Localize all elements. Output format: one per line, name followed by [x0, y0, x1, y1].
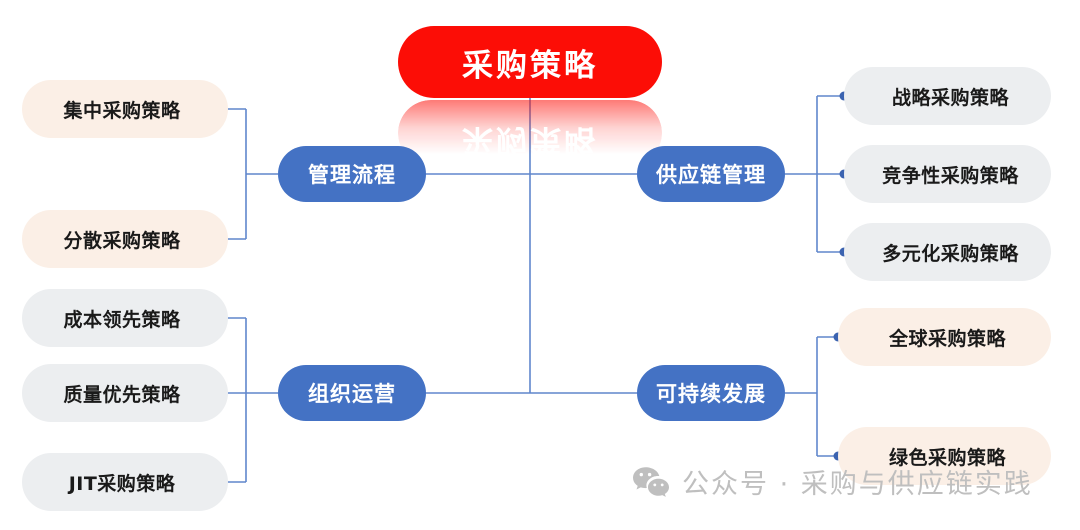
- root-node-reflection: 采购策略: [398, 100, 662, 166]
- watermark: 公众号 · 采购与供应链实践: [632, 462, 1033, 501]
- watermark-text: 公众号 · 采购与供应链实践: [682, 469, 1033, 500]
- branch-node-management-process[interactable]: 管理流程: [278, 146, 426, 202]
- leaf-centralized-procurement[interactable]: 集中采购策略: [22, 80, 228, 138]
- leaf-competitive-procurement[interactable]: 竞争性采购策略: [844, 145, 1051, 203]
- leaf-decentralized-procurement[interactable]: 分散采购策略: [22, 210, 228, 268]
- leaf-global-procurement[interactable]: 全球采购策略: [838, 308, 1051, 366]
- branch-node-supply-chain-management[interactable]: 供应链管理: [637, 146, 785, 202]
- branch-node-organization-operations[interactable]: 组织运营: [278, 365, 426, 421]
- leaf-jit-procurement[interactable]: JIT采购策略: [22, 453, 228, 511]
- leaf-diversified-procurement[interactable]: 多元化采购策略: [844, 223, 1051, 281]
- leaf-green-procurement[interactable]: 绿色采购策略: [838, 427, 1051, 485]
- leaf-cost-leadership[interactable]: 成本领先策略: [22, 289, 228, 347]
- branch-node-sustainable-development[interactable]: 可持续发展: [637, 365, 785, 421]
- wechat-icon: [632, 466, 670, 498]
- leaf-quality-first[interactable]: 质量优先策略: [22, 364, 228, 422]
- root-node-采购策略[interactable]: 采购策略: [398, 26, 662, 98]
- leaf-strategic-procurement[interactable]: 战略采购策略: [844, 67, 1051, 125]
- root-node-group: 采购策略 采购策略: [398, 26, 662, 166]
